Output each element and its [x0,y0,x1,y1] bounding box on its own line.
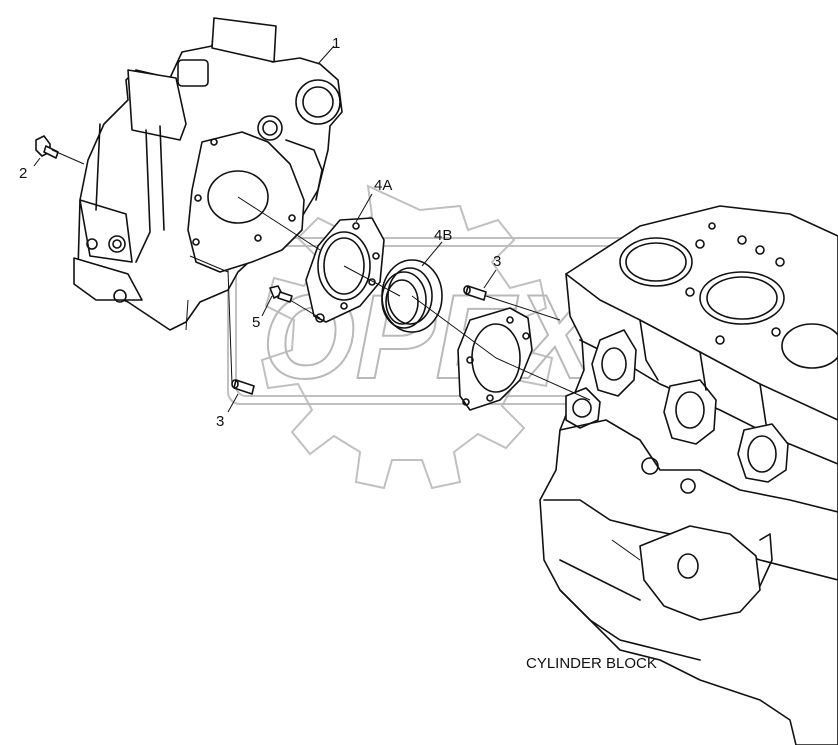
callout-5: 5 [252,314,260,331]
callout-1: 1 [332,35,340,52]
callout-2: 2 [19,165,27,182]
screw-part-5 [269,285,293,303]
cylinder-block [539,205,838,745]
bolt-part-2 [35,135,59,159]
seal-retainer-plate-4a [305,217,385,323]
callout-4a: 4A [374,177,392,194]
flywheel-housing-part [73,17,343,331]
callout-3-left: 3 [216,413,224,430]
block-gasket [457,307,533,411]
cylinder-block-caption: CYLINDER BLOCK [526,655,657,672]
dowel-pin-right [463,285,487,301]
callout-3-right: 3 [493,253,501,270]
callout-4b: 4B [434,227,452,244]
dowel-pin-left [231,379,255,395]
alignment-lines [51,149,641,561]
callout-leaders [33,45,497,413]
